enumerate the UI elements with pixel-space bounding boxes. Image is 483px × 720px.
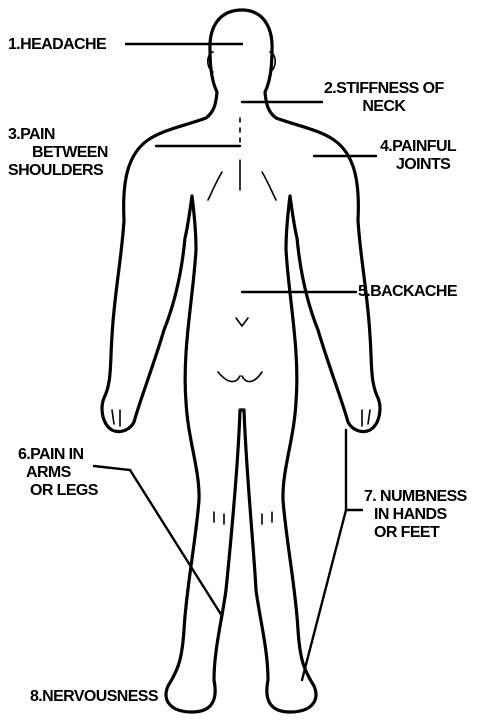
- back-of-knee-left: [214, 512, 224, 524]
- label-backache: 5.BACKACHE: [358, 283, 457, 301]
- shoulder-blade-left: [208, 172, 222, 200]
- label-numbness-in-hands-or-feet: 7. NUMBNESS IN HANDS OR FEET: [364, 488, 467, 542]
- leader-numbness-feet: [302, 510, 346, 680]
- label-pain-in-arms-or-legs: 6.PAIN IN ARMS OR LEGS: [18, 446, 98, 500]
- back-of-knee-right: [262, 512, 272, 524]
- label-nervousness: 8.NERVOUSNESS: [30, 688, 158, 706]
- buttocks-left: [218, 372, 240, 382]
- label-headache: 1.HEADACHE: [8, 36, 106, 54]
- shoulder-blade-right: [262, 172, 276, 200]
- label-pain-between-shoulders: 3.PAIN BETWEEN SHOULDERS: [8, 126, 108, 180]
- leader-pain-arms: [94, 466, 130, 470]
- label-painful-joints: 4.PAINFUL JOINTS: [380, 138, 456, 174]
- hand-left-fingers: [112, 410, 120, 426]
- label-stiffness-of-neck: 2.STIFFNESS OF NECK: [324, 80, 444, 116]
- lower-back-mark: [236, 318, 248, 326]
- leader-pain-legs: [130, 470, 222, 616]
- hand-right-fingers: [362, 410, 370, 426]
- buttocks-right: [242, 372, 262, 382]
